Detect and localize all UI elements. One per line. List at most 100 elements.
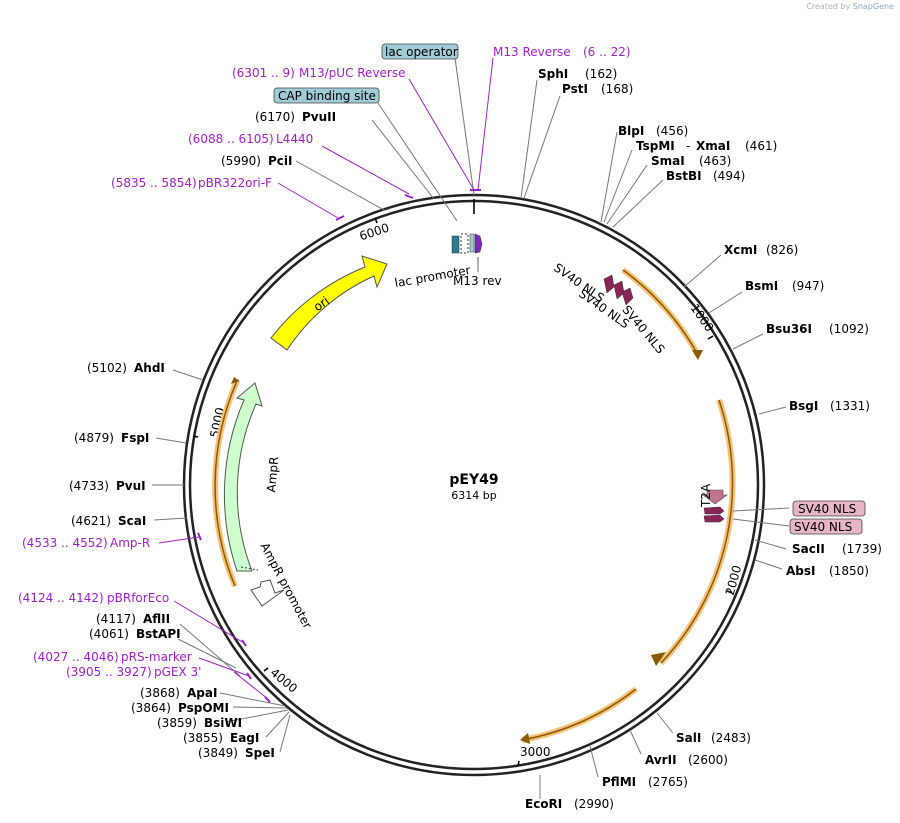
enzyme-tspmi: TspMI — [636, 139, 675, 153]
enzyme-pflmi-pos: (2765) — [648, 775, 688, 789]
enzyme-bstapi-pos: (4061) — [89, 627, 129, 641]
sv40-nls-label-c: SV40 NLS — [619, 303, 667, 357]
enzyme-bsgi-pos: (1331) — [830, 399, 870, 413]
enzyme-sali-pos: (2483) — [711, 731, 751, 745]
t2a-arrow — [702, 489, 728, 505]
primer-ampr-name: Amp-R — [110, 536, 150, 550]
ampr-label: AmpR — [264, 456, 281, 493]
primer-pbrforeco-name: pBRforEco — [107, 591, 169, 605]
enzyme-avrii-pos: (2600) — [688, 753, 728, 767]
primer-leaders — [158, 57, 494, 700]
enzyme-bsmi: BsmI — [745, 279, 778, 293]
primer-pgex3-name: pGEX 3' — [154, 665, 201, 679]
plasmid-length: 6314 bp — [451, 489, 496, 502]
enzyme-sphi-pos: (162) — [585, 67, 617, 81]
enzyme-pflmi: PflMI — [602, 775, 636, 789]
ampr-arrow — [223, 382, 263, 572]
primer-pbr322ori-name: pBR322ori-F — [198, 176, 272, 190]
primer-prsmarker-name: pRS-marker — [121, 650, 192, 664]
enzyme-pvui: PvuI — [116, 479, 146, 493]
enzyme-tspmi-sep: - — [686, 139, 690, 153]
tick-4000: 4000 — [268, 665, 300, 695]
enzyme-ahdi-pos: (5102) — [87, 361, 127, 375]
cap-block — [469, 233, 475, 253]
m13-rev-block — [474, 233, 483, 254]
enzyme-avrii: AvrII — [645, 753, 677, 767]
primer-marks — [197, 189, 481, 703]
enzyme-apai: ApaI — [187, 686, 217, 700]
lac-operator-box — [381, 43, 459, 60]
primer-l4440-pos: (6088 .. 6105) — [188, 132, 274, 146]
enzyme-sacii-pos: (1739) — [842, 542, 882, 556]
tick-3000: 3000 — [520, 745, 551, 759]
primer-m13-reverse-pos: (6 .. 22) — [583, 45, 631, 59]
credit-brand: SnapGene — [852, 2, 894, 11]
enzyme-scai: ScaI — [118, 514, 146, 528]
enzyme-bstbi: BstBI — [666, 169, 702, 183]
enzyme-aflii: AflII — [143, 612, 170, 626]
sv40-box-1-label: SV40 NLS — [798, 502, 856, 516]
enzyme-xcmi: XcmI — [724, 243, 757, 257]
enzyme-bsiwi-pos: (3859) — [157, 716, 197, 730]
ampr-dotted — [240, 566, 259, 571]
sv40-nls-arrows — [603, 274, 634, 306]
sv40-box-2 — [789, 518, 863, 535]
enzyme-pspomi: PspOMI — [178, 701, 229, 715]
enzyme-xmai: XmaI — [696, 139, 730, 153]
primer-pgex3-pos: (3905 .. 3927) — [66, 665, 152, 679]
cap-site-box — [273, 87, 380, 104]
enzyme-bsgi: BsgI — [789, 399, 818, 413]
leader-lines — [152, 57, 790, 799]
enzyme-spei-pos: (3849) — [198, 746, 238, 760]
enzyme-fspi-pos: (4879) — [74, 431, 114, 445]
enzyme-blpi: BlpI — [618, 124, 644, 138]
enzyme-pcii-pos: (5990) — [221, 154, 261, 168]
enzyme-apai-pos: (3868) — [140, 686, 180, 700]
sv40-box-1 — [792, 500, 866, 517]
cap-site-label: CAP binding site — [278, 89, 376, 103]
enzyme-spei: SpeI — [245, 746, 275, 760]
plasmid-name: pEY49 — [449, 472, 498, 488]
enzyme-sphi: SphI — [538, 67, 568, 81]
primer-m13puc-name: M13/pUC Reverse — [299, 66, 406, 80]
enzyme-eagi-pos: (3855) — [183, 731, 223, 745]
credit-prefix: Created by — [806, 2, 851, 11]
primer-prsmarker-pos: (4027 .. 4046) — [33, 650, 119, 664]
primer-m13-reverse-name: M13 Reverse — [493, 45, 571, 59]
enzyme-aflii-pos: (4117) — [96, 612, 136, 626]
lac-operator-label: lac operator — [385, 45, 458, 59]
enzyme-ecori-pos: (2990) — [574, 797, 614, 811]
primer-ampr-pos: (4533 .. 4552) — [22, 536, 108, 550]
m13-rev-label: M13 rev — [453, 274, 502, 288]
enzyme-bsu36i-pos: (1092) — [829, 322, 869, 336]
enzyme-bsmi-pos: (947) — [792, 279, 824, 293]
enzyme-smai: SmaI — [651, 154, 685, 168]
ori-arrow — [270, 255, 388, 351]
primer-m13puc-pos: (6301 .. 9) — [232, 66, 295, 80]
cds-arrowheads — [231, 350, 703, 744]
enzyme-xcmi-pos: (826) — [766, 243, 798, 257]
enzyme-scai-pos: (4621) — [71, 514, 111, 528]
sv40-box-2-label: SV40 NLS — [794, 520, 852, 534]
enzyme-tspmi-pos: (461) — [745, 139, 777, 153]
enzyme-fspi: FspI — [121, 431, 149, 445]
primer-l4440-name: L4440 — [276, 132, 313, 146]
enzyme-absi-pos: (1850) — [829, 564, 869, 578]
primer-pbr322ori-pos: (5835 .. 5854) — [111, 176, 197, 190]
enzyme-pspomi-pos: (3864) — [131, 701, 171, 715]
nls-right-1 — [703, 506, 725, 515]
enzyme-pcii: PciI — [268, 154, 293, 168]
ampr-promoter-arrow — [250, 579, 285, 607]
enzyme-psti-pos: (168) — [601, 82, 633, 96]
lac-promoter-block — [451, 235, 460, 254]
cds-inner-arcs — [214, 269, 734, 741]
enzyme-sali: SalI — [676, 731, 701, 745]
primer-pbrforeco-pos: (4124 .. 4142) — [18, 591, 104, 605]
t2a-label: T2A — [699, 483, 713, 508]
enzyme-bsu36i: Bsu36I — [766, 322, 812, 336]
enzyme-pvuii-pos: (6170) — [255, 110, 295, 124]
enzyme-pvui-pos: (4733) — [69, 479, 109, 493]
nls-right-2 — [703, 514, 725, 523]
enzyme-absi: AbsI — [786, 564, 815, 578]
